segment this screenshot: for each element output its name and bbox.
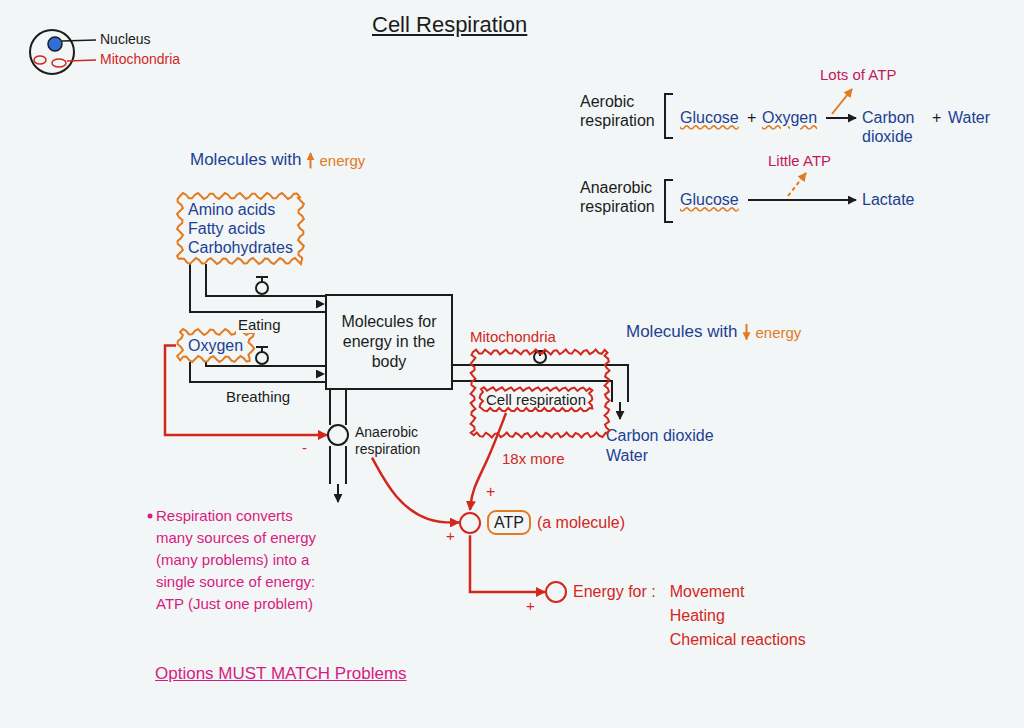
input-cloud: Amino acidsFatty acidsCarbohydrates bbox=[176, 192, 305, 265]
process-box: Cell respiration bbox=[478, 386, 594, 413]
bracket bbox=[665, 180, 673, 222]
flow-pipe bbox=[338, 390, 339, 425]
process-name: Anaerobic respiration bbox=[580, 178, 666, 216]
pipe-core bbox=[331, 390, 345, 425]
energy-arrow bbox=[310, 153, 312, 168]
edge-label: Eating bbox=[236, 316, 283, 333]
bracket bbox=[665, 94, 673, 138]
product: Water bbox=[606, 446, 648, 465]
reactant: Oxygen bbox=[762, 108, 817, 127]
node-text: (a molecule) bbox=[537, 513, 625, 532]
node-text: Oxygen bbox=[188, 336, 243, 355]
node-text: Heating bbox=[670, 604, 806, 628]
group-heading: Molecules with bbox=[190, 150, 302, 170]
node-text: Anaerobic respiration bbox=[355, 424, 437, 458]
outflow-arrow bbox=[619, 402, 621, 419]
reaction-arrow bbox=[748, 199, 856, 201]
plus-sign: + bbox=[932, 108, 941, 127]
node-text: Movement bbox=[670, 580, 806, 604]
influence-arrow bbox=[372, 458, 459, 523]
node-text: Amino acids bbox=[188, 200, 293, 219]
energy-arrow bbox=[788, 173, 806, 196]
part-label: Nucleus bbox=[100, 31, 151, 48]
edge-label: + bbox=[524, 597, 537, 614]
product: Carbon dioxide bbox=[606, 426, 714, 445]
stock-box: Molecules for energy in the body bbox=[325, 294, 453, 390]
valve-symbol bbox=[256, 347, 268, 364]
outflow-arrow bbox=[337, 484, 339, 502]
cell-icon bbox=[30, 30, 96, 74]
process-name: Aerobic respiration bbox=[580, 92, 666, 130]
valve-circle: Anaerobic respiration bbox=[327, 424, 437, 458]
product: Lactate bbox=[862, 190, 914, 209]
node-text: ATP bbox=[487, 510, 531, 535]
energy-word: energy bbox=[756, 324, 802, 342]
energy-word: energy bbox=[320, 152, 366, 170]
product: Water bbox=[948, 108, 990, 127]
list-column: MovementHeatingChemical reactions bbox=[670, 580, 806, 652]
node-text: Fatty acids bbox=[188, 219, 293, 238]
circle-symbol bbox=[327, 424, 349, 446]
reactant: Glucose bbox=[680, 190, 739, 209]
energy-note: Little ATP bbox=[768, 152, 831, 170]
edge-label: - bbox=[300, 439, 309, 456]
arrow-line bbox=[470, 535, 545, 592]
node-text: Mitochondria bbox=[470, 328, 610, 346]
group-heading: Molecules with bbox=[626, 322, 738, 342]
pipe-wall bbox=[198, 264, 325, 304]
influence-arrow bbox=[470, 535, 545, 592]
circle-symbol bbox=[459, 512, 481, 534]
atp-circle: ATP (a molecule) bbox=[459, 510, 625, 535]
node-text: Chemical reactions bbox=[670, 628, 806, 652]
pipe-wall bbox=[329, 390, 347, 425]
plus-sign: + bbox=[747, 108, 756, 127]
energy-note: Lots of ATP bbox=[820, 66, 896, 84]
node-text: Molecules for energy in the body bbox=[335, 312, 443, 372]
node-text: Energy for : bbox=[573, 581, 656, 603]
part-label: Mitochondria bbox=[100, 51, 180, 68]
flow-pipe bbox=[453, 373, 471, 374]
edge-label: Breathing bbox=[224, 388, 292, 405]
circle-symbol bbox=[545, 581, 567, 603]
pipe-core bbox=[453, 366, 471, 380]
node-text: Cell respiration bbox=[486, 390, 586, 409]
bullet bbox=[148, 514, 153, 519]
node-text: Carbohydrates bbox=[188, 238, 293, 257]
pipe-core bbox=[198, 264, 325, 304]
reactant: Glucose bbox=[680, 108, 739, 127]
output-circle: Energy for : MovementHeatingChemical reac… bbox=[545, 581, 806, 652]
energy-arrow bbox=[832, 89, 852, 114]
product: Carbon dioxide bbox=[862, 108, 928, 146]
flow-pipe bbox=[198, 264, 325, 304]
sign-label: + bbox=[486, 482, 495, 501]
organelle-outline: MitochondriaCell respiration bbox=[470, 328, 610, 438]
energy-arrow bbox=[746, 324, 748, 339]
note-heading: Options MUST MATCH Problems bbox=[155, 664, 407, 684]
edge-label: 18x more bbox=[500, 450, 567, 467]
valve-symbol bbox=[256, 277, 268, 294]
input-cloud: Oxygen bbox=[176, 328, 255, 363]
note: Respiration converts many sources of ene… bbox=[156, 505, 324, 615]
arrow-line bbox=[372, 458, 459, 523]
pipe-wall bbox=[453, 364, 471, 382]
title: Cell Respiration bbox=[372, 12, 527, 38]
reaction-arrow bbox=[826, 117, 856, 119]
edge-label: + bbox=[444, 527, 457, 544]
